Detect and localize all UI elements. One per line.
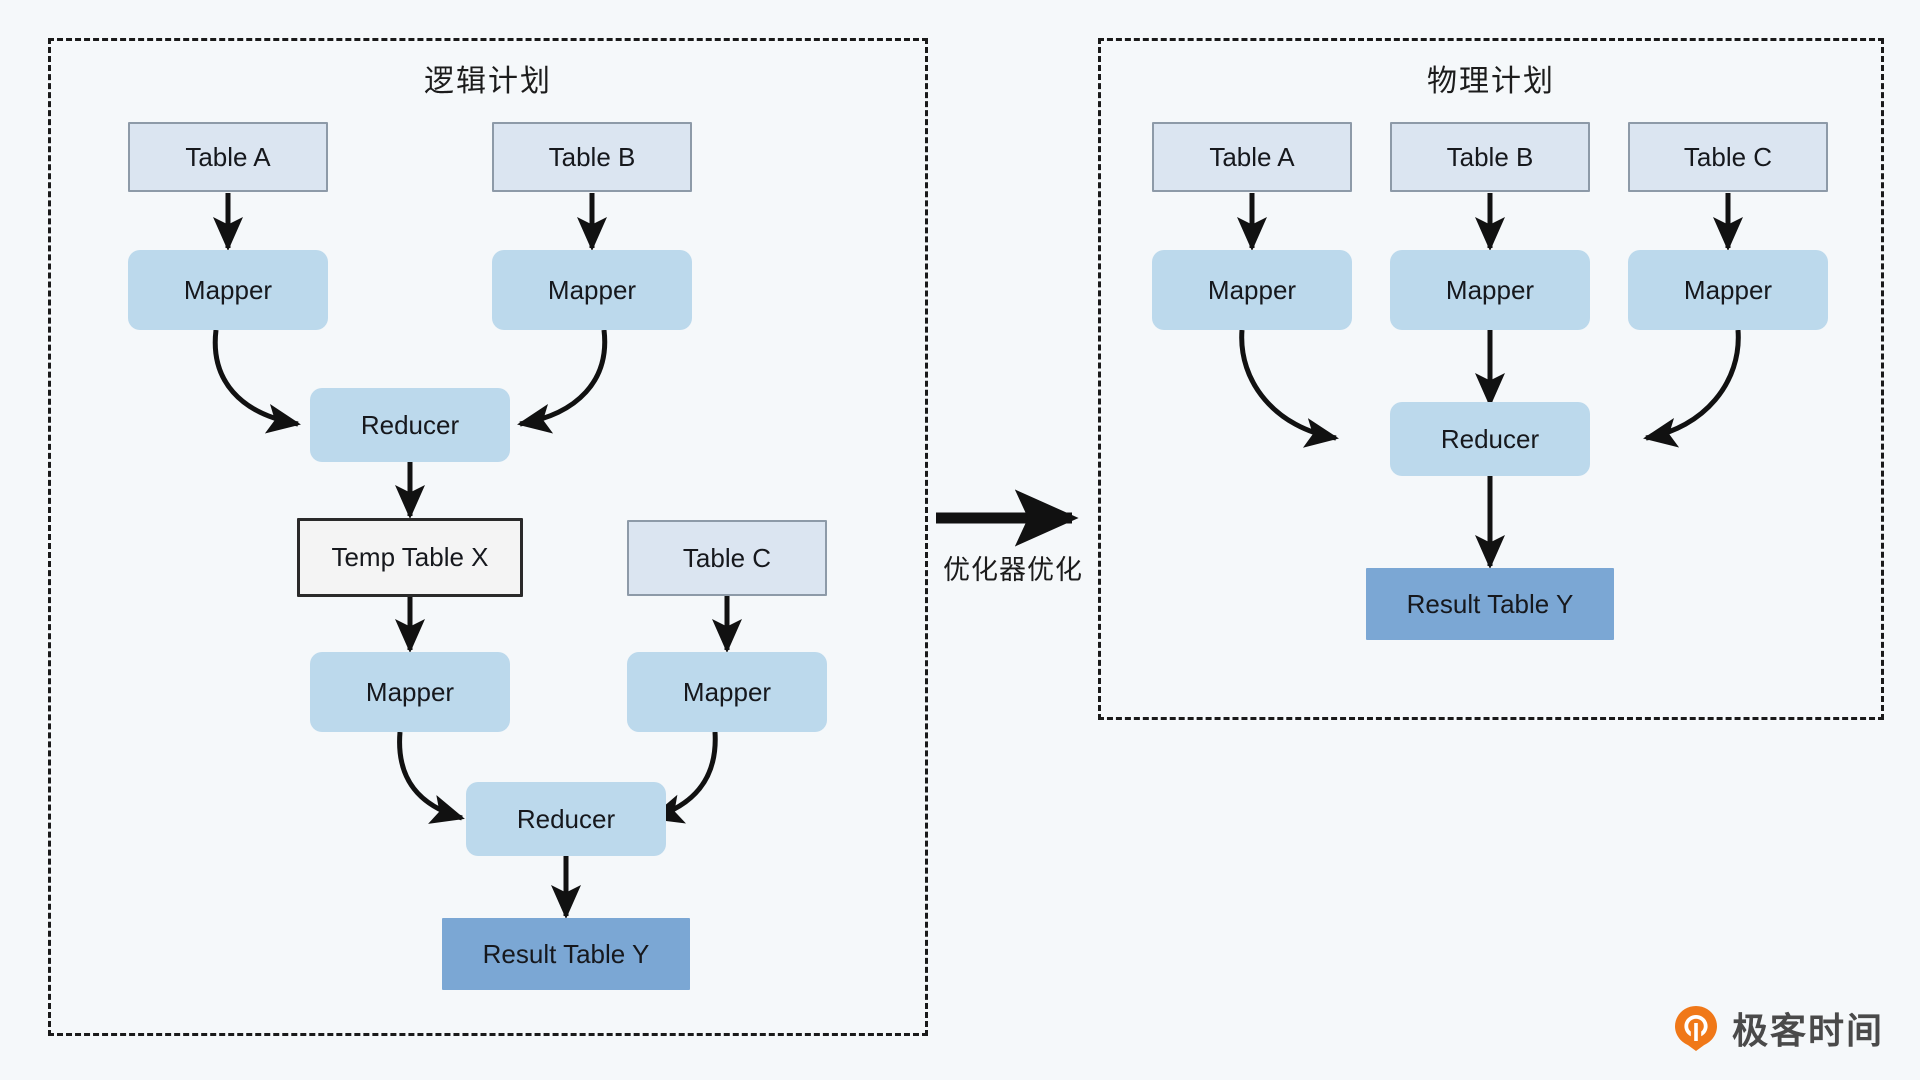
transition-group: 优化器优化 <box>928 470 1098 610</box>
logical-mapper-x[interactable]: Mapper <box>310 652 510 732</box>
physical-mapper-a[interactable]: Mapper <box>1152 250 1352 330</box>
logical-temp-table-x[interactable]: Temp Table X <box>297 518 523 597</box>
logical-reducer-1[interactable]: Reducer <box>310 388 510 462</box>
logical-mapper-b[interactable]: Mapper <box>492 250 692 330</box>
watermark: 极客时间 <box>1672 1002 1884 1054</box>
logical-plan-title: 逻辑计划 <box>424 65 552 98</box>
watermark-text: 极客时间 <box>1732 1010 1885 1051</box>
physical-plan-panel <box>1098 38 1884 720</box>
physical-table-c[interactable]: Table C <box>1628 122 1828 192</box>
logical-table-c[interactable]: Table C <box>627 520 827 596</box>
transition-label: 优化器优化 <box>943 555 1083 585</box>
logical-reducer-2[interactable]: Reducer <box>466 782 666 856</box>
logical-table-b[interactable]: Table B <box>492 122 692 192</box>
logical-result-table-y[interactable]: Result Table Y <box>442 918 690 990</box>
physical-reducer[interactable]: Reducer <box>1390 402 1590 476</box>
physical-plan-title: 物理计划 <box>1427 65 1555 98</box>
physical-table-a[interactable]: Table A <box>1152 122 1352 192</box>
physical-mapper-b[interactable]: Mapper <box>1390 250 1590 330</box>
logical-mapper-a[interactable]: Mapper <box>128 250 328 330</box>
logical-table-a[interactable]: Table A <box>128 122 328 192</box>
geektime-logo-icon <box>1672 1004 1720 1052</box>
physical-table-b[interactable]: Table B <box>1390 122 1590 192</box>
logical-plan-panel <box>48 38 928 1036</box>
logical-mapper-c[interactable]: Mapper <box>627 652 827 732</box>
physical-result-table-y[interactable]: Result Table Y <box>1366 568 1614 640</box>
physical-mapper-c[interactable]: Mapper <box>1628 250 1828 330</box>
